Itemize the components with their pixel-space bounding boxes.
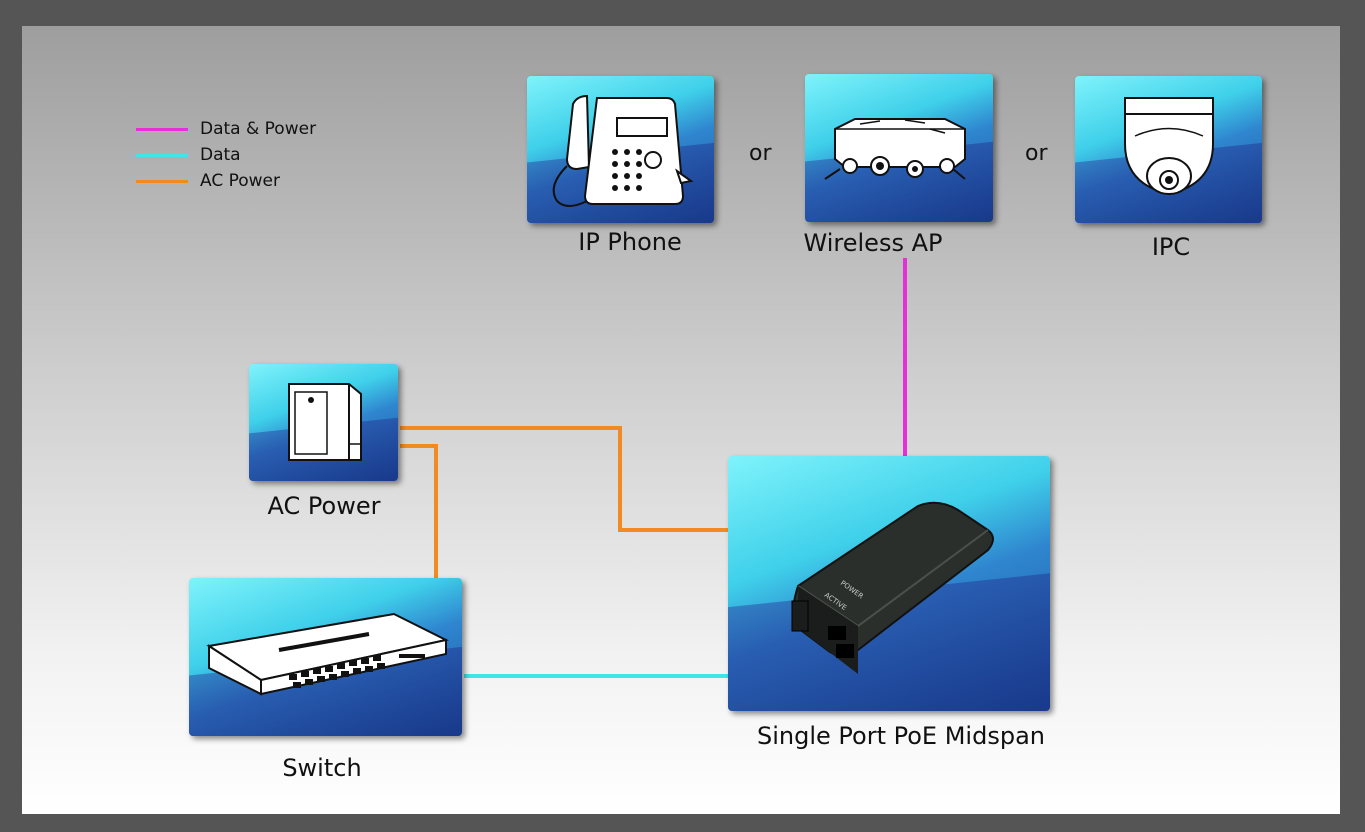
legend-label: AC Power bbox=[200, 171, 281, 191]
ac-power-line-to-switch bbox=[400, 444, 438, 578]
legend-label: Data bbox=[200, 145, 241, 165]
midspan-label: Single Port PoE Midspan bbox=[757, 722, 1045, 750]
switch-label: Switch bbox=[282, 754, 362, 782]
ac-power-tile bbox=[249, 364, 398, 481]
ipc-camera-icon bbox=[1124, 97, 1214, 196]
wireless-ap-label: Wireless AP bbox=[803, 229, 943, 257]
ip-phone-tile bbox=[527, 76, 714, 223]
legend-item-ac-power: AC Power bbox=[136, 168, 316, 194]
or-separator-2: or bbox=[1025, 141, 1048, 166]
ipc-tile bbox=[1075, 76, 1262, 223]
or-separator-1: or bbox=[749, 141, 772, 166]
legend: Data & Power Data AC Power bbox=[136, 116, 316, 194]
poe-midspan-injector-icon: POWER ACTIVE bbox=[791, 501, 994, 674]
switch-tile bbox=[189, 578, 462, 736]
ac-power-label: AC Power bbox=[267, 492, 381, 520]
wireless-ap-tile bbox=[805, 74, 993, 222]
ip-phone-icon bbox=[552, 94, 694, 207]
legend-item-data-power: Data & Power bbox=[136, 116, 316, 142]
midspan-tile: POWER ACTIVE bbox=[728, 456, 1050, 711]
network-switch-icon bbox=[206, 612, 449, 696]
wireless-ap-icon bbox=[824, 118, 966, 180]
legend-swatch-ac-power bbox=[136, 179, 188, 183]
ipc-label: IPC bbox=[1151, 233, 1191, 261]
legend-swatch-data bbox=[136, 153, 188, 157]
legend-item-data: Data bbox=[136, 142, 316, 168]
ac-power-line-to-midspan bbox=[400, 426, 728, 532]
legend-swatch-data-power bbox=[136, 127, 188, 131]
ac-power-unit-icon bbox=[288, 383, 362, 461]
legend-label: Data & Power bbox=[200, 119, 317, 139]
ip-phone-label: IP Phone bbox=[578, 228, 682, 256]
